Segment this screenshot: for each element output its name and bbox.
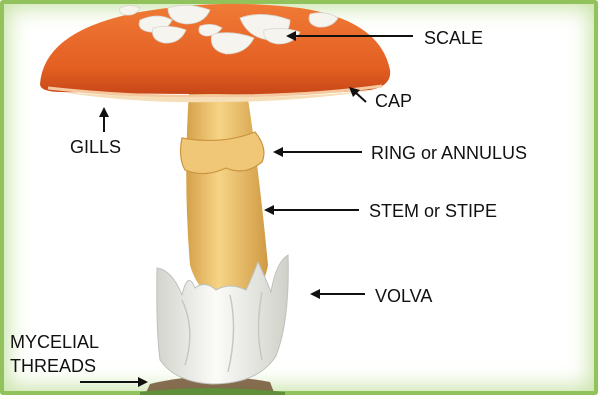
- arrow-icon: [99, 107, 109, 117]
- label-scale: SCALE: [424, 28, 483, 48]
- label-cap: CAP: [375, 91, 412, 111]
- arrow-icon: [355, 92, 366, 102]
- arrow-icon: [264, 205, 274, 215]
- label-mycelial-threads: MYCELIAL THREADS: [10, 330, 99, 378]
- label-gills: GILLS: [70, 137, 121, 157]
- arrow-icon: [138, 377, 148, 387]
- label-volva: VOLVA: [375, 286, 432, 306]
- arrow-icon: [310, 289, 320, 299]
- label-mycelial-line1: MYCELIAL: [10, 330, 99, 354]
- label-ring-annulus: RING or ANNULUS: [371, 143, 527, 163]
- arrow-icon: [273, 147, 283, 157]
- label-mycelial-line2: THREADS: [10, 354, 99, 378]
- label-stem-stipe: STEM or STIPE: [369, 201, 497, 221]
